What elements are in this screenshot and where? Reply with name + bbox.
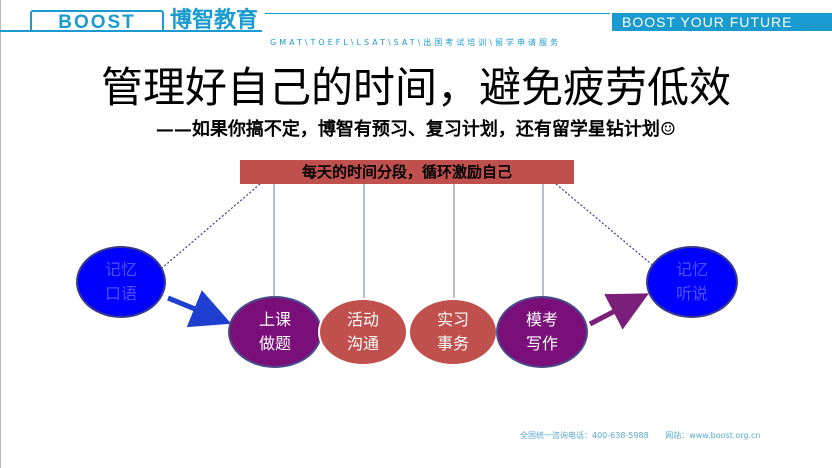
header-underline	[0, 30, 262, 32]
node-line: 记忆	[675, 260, 708, 279]
node-line: 事务	[436, 334, 469, 353]
node-line: 模考	[525, 310, 558, 329]
node-mock-exam-writing: 模考 写作	[496, 296, 588, 368]
arrow-step4-to-right	[588, 293, 649, 330]
node-line: 活动	[346, 310, 379, 329]
footer-hotline: 全国统一咨询电话：400-638-5988	[520, 431, 649, 440]
slide-subtitle: ——如果你搞不定，博智有预习、复习计划，还有留学星钻计划☺	[155, 119, 677, 140]
arrow-left-to-step1	[167, 290, 232, 328]
slogan-bar: BOOST YOUR FUTURE	[612, 13, 832, 31]
footer-contact: 全国统一咨询电话：400-638-5988 网站：www.boost.org.c…	[520, 430, 820, 441]
node-line: 沟通	[346, 334, 379, 353]
node-line: 听说	[675, 284, 708, 303]
dotted-link-right	[555, 183, 657, 269]
node-line: 实习	[436, 310, 469, 329]
node-activities-communication: 活动 沟通	[318, 298, 408, 366]
node-memory-listening: 记忆 听说	[646, 246, 738, 318]
slide-title: 管理好自己的时间，避免疲劳低效	[100, 63, 731, 112]
dotted-link-left	[161, 183, 261, 269]
node-line: 记忆	[104, 260, 137, 279]
node-line: 口语	[104, 284, 137, 303]
slide-border	[0, 0, 1, 468]
logo-chinese-name: 博智教育	[170, 8, 259, 33]
services-line: GMAT\TOEFL\LSAT\SAT\出国考试培训\留学申请服务	[270, 38, 561, 47]
footer-website: 网站：www.boost.org.cn	[665, 431, 761, 440]
node-line: 做题	[258, 334, 291, 353]
node-line: 写作	[525, 334, 558, 353]
header-rule	[265, 13, 610, 14]
node-line: 上课	[258, 310, 291, 329]
cycle-banner: 每天的时间分段，循环激励自己	[240, 160, 574, 184]
node-memory-speaking: 记忆 口语	[76, 246, 166, 318]
node-internship-affairs: 实习 事务	[408, 298, 498, 366]
node-class-exercises: 上课 做题	[228, 296, 322, 368]
